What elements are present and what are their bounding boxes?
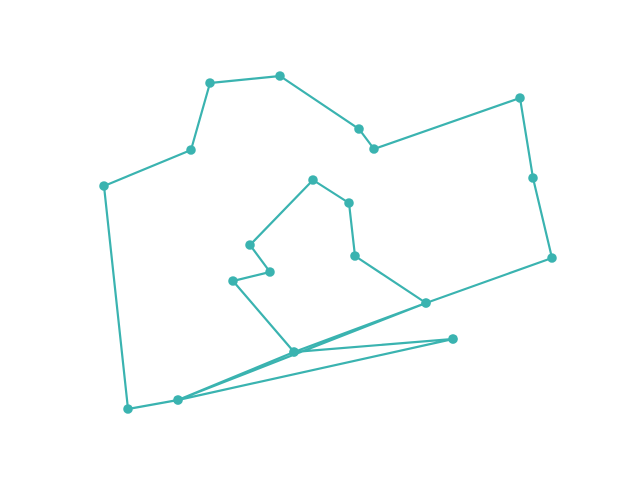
line-segment: [176, 337, 455, 402]
data-point: [369, 144, 379, 154]
line-segment: [424, 256, 554, 305]
line-segment: [102, 148, 193, 188]
line-segment: [248, 178, 315, 247]
line-segment: [176, 350, 296, 402]
data-point: [99, 181, 109, 191]
data-point: [289, 347, 299, 357]
line-segment: [208, 74, 282, 85]
data-point: [528, 173, 538, 183]
line-segment: [311, 178, 351, 205]
data-point: [515, 93, 525, 103]
line-segment: [531, 176, 554, 260]
data-point: [350, 251, 360, 261]
line-segment: [231, 279, 296, 354]
data-point: [275, 71, 285, 81]
line-segment: [231, 270, 272, 283]
data-point: [205, 78, 215, 88]
data-point: [228, 276, 238, 286]
line-segment: [292, 337, 455, 354]
data-point: [186, 145, 196, 155]
line-segment: [353, 254, 428, 305]
line-segment: [518, 96, 535, 180]
data-point: [354, 124, 364, 134]
line-segment: [189, 81, 212, 152]
data-point: [173, 395, 183, 405]
data-point: [123, 404, 133, 414]
data-point: [265, 267, 275, 277]
line-segment: [278, 74, 361, 131]
line-segment: [248, 243, 272, 274]
data-point: [547, 253, 557, 263]
data-point: [421, 298, 431, 308]
data-point: [448, 334, 458, 344]
line-segment: [102, 184, 130, 411]
line-segment: [347, 201, 357, 258]
line-segment: [372, 96, 522, 151]
line-segment: [292, 301, 428, 354]
data-point: [308, 175, 318, 185]
line-segment: [126, 398, 180, 411]
series-points: [99, 71, 557, 414]
data-point: [245, 240, 255, 250]
data-point: [344, 198, 354, 208]
series-lines: [102, 74, 554, 411]
